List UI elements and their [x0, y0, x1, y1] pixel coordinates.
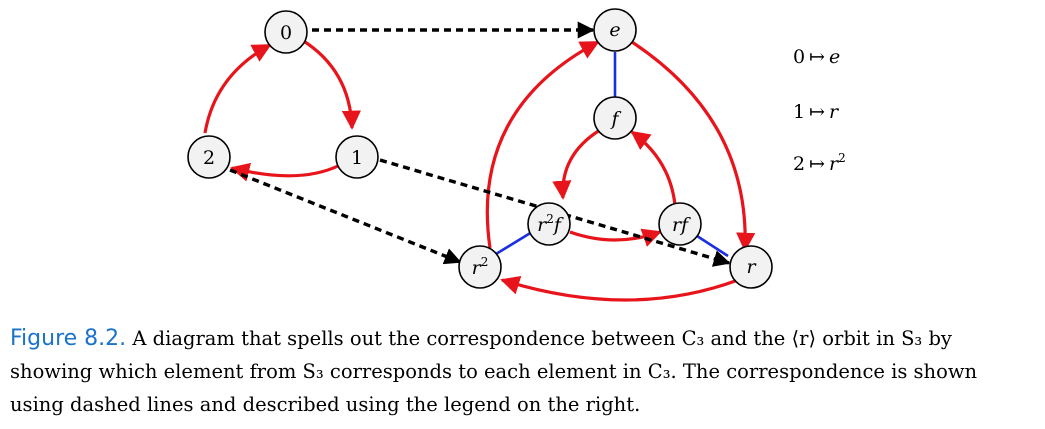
dashed-2-to-r2 [229, 168, 462, 265]
diagram: 0 1 2 e f rf r2f r r2 0↦e 1↦r 2↦r2 [187, 8, 846, 302]
s3-node-r2: r2 [458, 245, 502, 289]
c3-node-1: 1 [335, 135, 379, 179]
c3-node-1-label: 1 [351, 147, 363, 169]
legend-1-arrow: ↦ [809, 101, 825, 123]
c3-node-2: 2 [187, 135, 231, 179]
legend-2-arrow: ↦ [809, 153, 825, 175]
caption-text-1: A diagram that spells out the correspond… [132, 327, 952, 350]
legend-0-to: e [829, 46, 840, 68]
legend-2-from: 2 [793, 153, 805, 175]
s3-node-r: r [729, 245, 773, 289]
legend-2-to: r [829, 153, 840, 175]
caption-line-1: Figure 8.2. A diagram that spells out th… [10, 322, 1038, 355]
legend-0-arrow: ↦ [809, 46, 825, 68]
figure-caption: Figure 8.2. A diagram that spells out th… [10, 322, 1038, 421]
c3-cycle-edges [203, 38, 361, 182]
s3-node-f: f [593, 96, 637, 140]
r2f-tail: f [552, 214, 564, 236]
legend-row-1: 1↦r [793, 101, 840, 123]
legend: 0↦e 1↦r 2↦r2 [793, 46, 846, 175]
caption-label: Figure 8.2. [10, 326, 127, 351]
edge-r-to-r2 [500, 275, 739, 302]
legend-1-to: r [829, 101, 840, 123]
s3-node-r2f: r2f [527, 202, 571, 246]
edge-2-to-0 [203, 43, 272, 134]
s3-node-rf-label: rf [672, 214, 691, 236]
legend-0-from: 0 [793, 46, 805, 68]
r2f-exponent: 2 [546, 212, 554, 226]
edge-r2-to-e [485, 40, 600, 249]
r2-exponent: 2 [481, 255, 489, 269]
legend-1-from: 1 [793, 101, 805, 123]
edge-rf-r [696, 234, 729, 258]
s3-node-e-label: e [609, 19, 620, 41]
s3-red-edges [485, 40, 756, 302]
caption-line-2: showing which element from S₃ correspond… [10, 360, 978, 383]
edge-e-to-r [631, 40, 756, 252]
edge-1-to-2 [230, 162, 341, 182]
edge-f-to-r2f [552, 128, 601, 200]
legend-row-2: 2↦r2 [793, 151, 846, 175]
correspondence-edges [229, 21, 731, 267]
s3-node-rf: rf [658, 202, 702, 246]
s3-node-f-label: f [609, 108, 621, 130]
r2f-base: r [537, 214, 548, 236]
caption-line-3: using dashed lines and described using t… [10, 393, 641, 416]
legend-row-0: 0↦e [793, 46, 840, 68]
c3-node-0-label: 0 [280, 22, 292, 44]
s3-node-r2f-label: r2f [537, 212, 564, 236]
edge-rf-to-f [630, 130, 677, 206]
s3-node-e: e [593, 8, 637, 52]
edge-r2f-r2 [495, 230, 533, 256]
c3-node-0: 0 [264, 10, 308, 54]
edge-0-to-1 [301, 38, 361, 130]
s3-node-r2-label: r2 [472, 255, 489, 279]
r2-base: r [472, 257, 483, 279]
legend-2-exp: 2 [838, 151, 846, 165]
s3-node-r-label: r [746, 256, 757, 278]
edge-r2f-to-rf [569, 228, 662, 247]
c3-node-2-label: 2 [203, 147, 215, 169]
